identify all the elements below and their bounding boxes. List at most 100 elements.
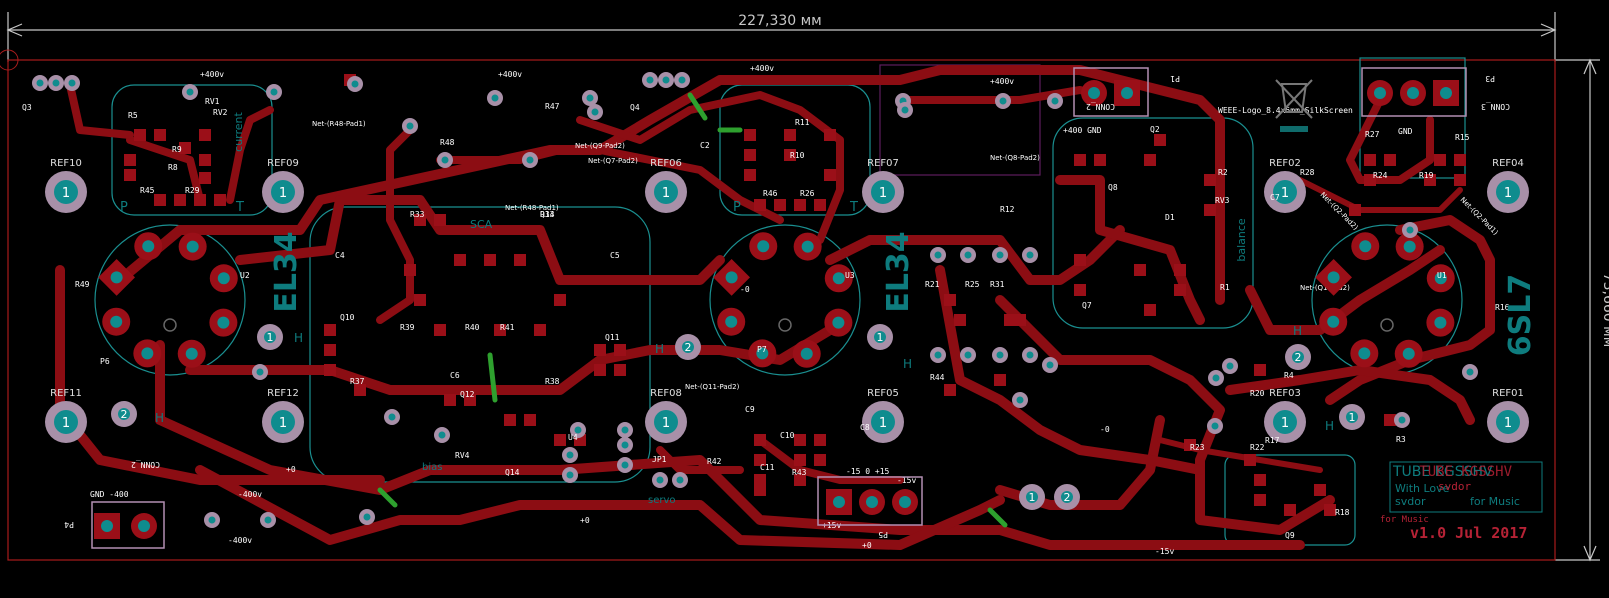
connector-ref: P4 [64,520,74,529]
smd-pad [784,149,796,161]
connector-value: CONN_3 [1481,102,1510,111]
label-balance: balance [1235,218,1248,262]
smd-pad [614,344,626,356]
label-h: H [655,342,664,356]
mounting-hole-ref: REF06 [650,158,682,169]
component-ref: R10 [790,151,805,160]
tube-label-u1: 6SL7 [1503,274,1538,356]
heater-pad: 1 [1339,404,1365,430]
component-ref: JP1 [652,455,667,464]
svg-text:1: 1 [279,186,287,201]
mounting-hole-ref: REF09 [267,158,299,169]
component-ref: R46 [763,189,778,198]
smd-pad [784,129,796,141]
label-plus400: +400v [498,70,522,79]
label-t-mid: T [849,200,858,215]
dimension-horizontal [6,12,1557,62]
smd-pad [1284,504,1296,516]
title-line2-back: for Music [1380,515,1429,525]
smd-pad [824,129,836,141]
heater-pad: 1 [257,324,283,350]
smd-pad [1254,494,1266,506]
smd-pad [1004,314,1016,326]
smd-pad [484,254,496,266]
svg-text:1: 1 [279,416,287,431]
component-ref: RV3 [1215,196,1230,205]
smd-pad [754,199,766,211]
smd-pad [954,314,966,326]
smd-pad [434,324,446,336]
component-ref: C8 [860,423,870,432]
svg-text:1: 1 [1281,186,1289,201]
component-ref: R43 [792,468,807,477]
smd-pad [179,142,191,154]
svg-text:1: 1 [1504,186,1512,201]
smd-pad [554,434,566,446]
label-bias: bias [422,462,442,473]
svg-text:1: 1 [879,186,887,201]
smd-pad [1094,154,1106,166]
component-ref: R17 [1265,436,1280,445]
svg-text:1: 1 [877,331,884,344]
component-ref: R3 [1396,435,1406,444]
tube-label-u2: EL34 [269,231,304,312]
component-ref: R37 [350,377,365,386]
label-h: H [294,331,303,345]
connector-label: +400 GND [1063,126,1102,135]
smd-pad [354,384,366,396]
component-ref: R16 [1495,303,1510,312]
socket-ref-p7: P7 [757,345,767,354]
svg-text:1: 1 [1504,416,1512,431]
component-ref: C2 [700,141,710,150]
label-minus15: -15v [897,476,916,485]
smd-pad [154,194,166,206]
label-h: H [1325,419,1334,433]
component-ref: Q4 [630,103,640,112]
mounting-hole-ref: REF03 [1269,388,1301,399]
smd-pad [554,294,566,306]
smd-pad [124,154,136,166]
smd-pad [1364,174,1376,186]
component-ref: Q3 [22,103,32,112]
component-ref: R1 [1220,283,1230,292]
smd-pad [1074,254,1086,266]
label-h: H [1293,324,1302,338]
component-ref: RV2 [213,108,228,117]
component-ref: Q2 [1150,125,1160,134]
smd-pad [194,194,206,206]
label-plus-zero: +0 [862,541,872,550]
label-plus400: +400v [990,77,1014,86]
label-t-left: T [235,200,244,215]
smd-pad [1454,154,1466,166]
label-minus400: -400v [228,536,252,545]
smd-pad [1074,284,1086,296]
title-line2: for Music [1470,495,1520,508]
smd-pad [794,454,806,466]
smd-pad [414,214,426,226]
dimension-vertical [1555,58,1600,562]
smd-pad [199,172,211,184]
component-ref: R12 [1000,205,1015,214]
net-label: Net-(Q1-Pad2) [1300,284,1350,292]
label-plus-zero: +0 [286,465,296,474]
component-ref: R11 [795,118,810,127]
smd-pad [414,294,426,306]
smd-pad [464,394,476,406]
svg-text:2: 2 [121,408,128,421]
origin-marker [0,49,19,71]
smd-pad [524,414,536,426]
connector-ref: P5 [878,530,888,539]
component-ref: R40 [465,323,480,332]
smd-pad [814,454,826,466]
net-label: Net-(R48-Pad1) [312,120,366,128]
component-ref: R18 [1335,508,1350,517]
smd-pad [1384,414,1396,426]
board-title-back: TUBE KGSSHV [1419,464,1512,480]
component-ref: C5 [610,251,620,260]
